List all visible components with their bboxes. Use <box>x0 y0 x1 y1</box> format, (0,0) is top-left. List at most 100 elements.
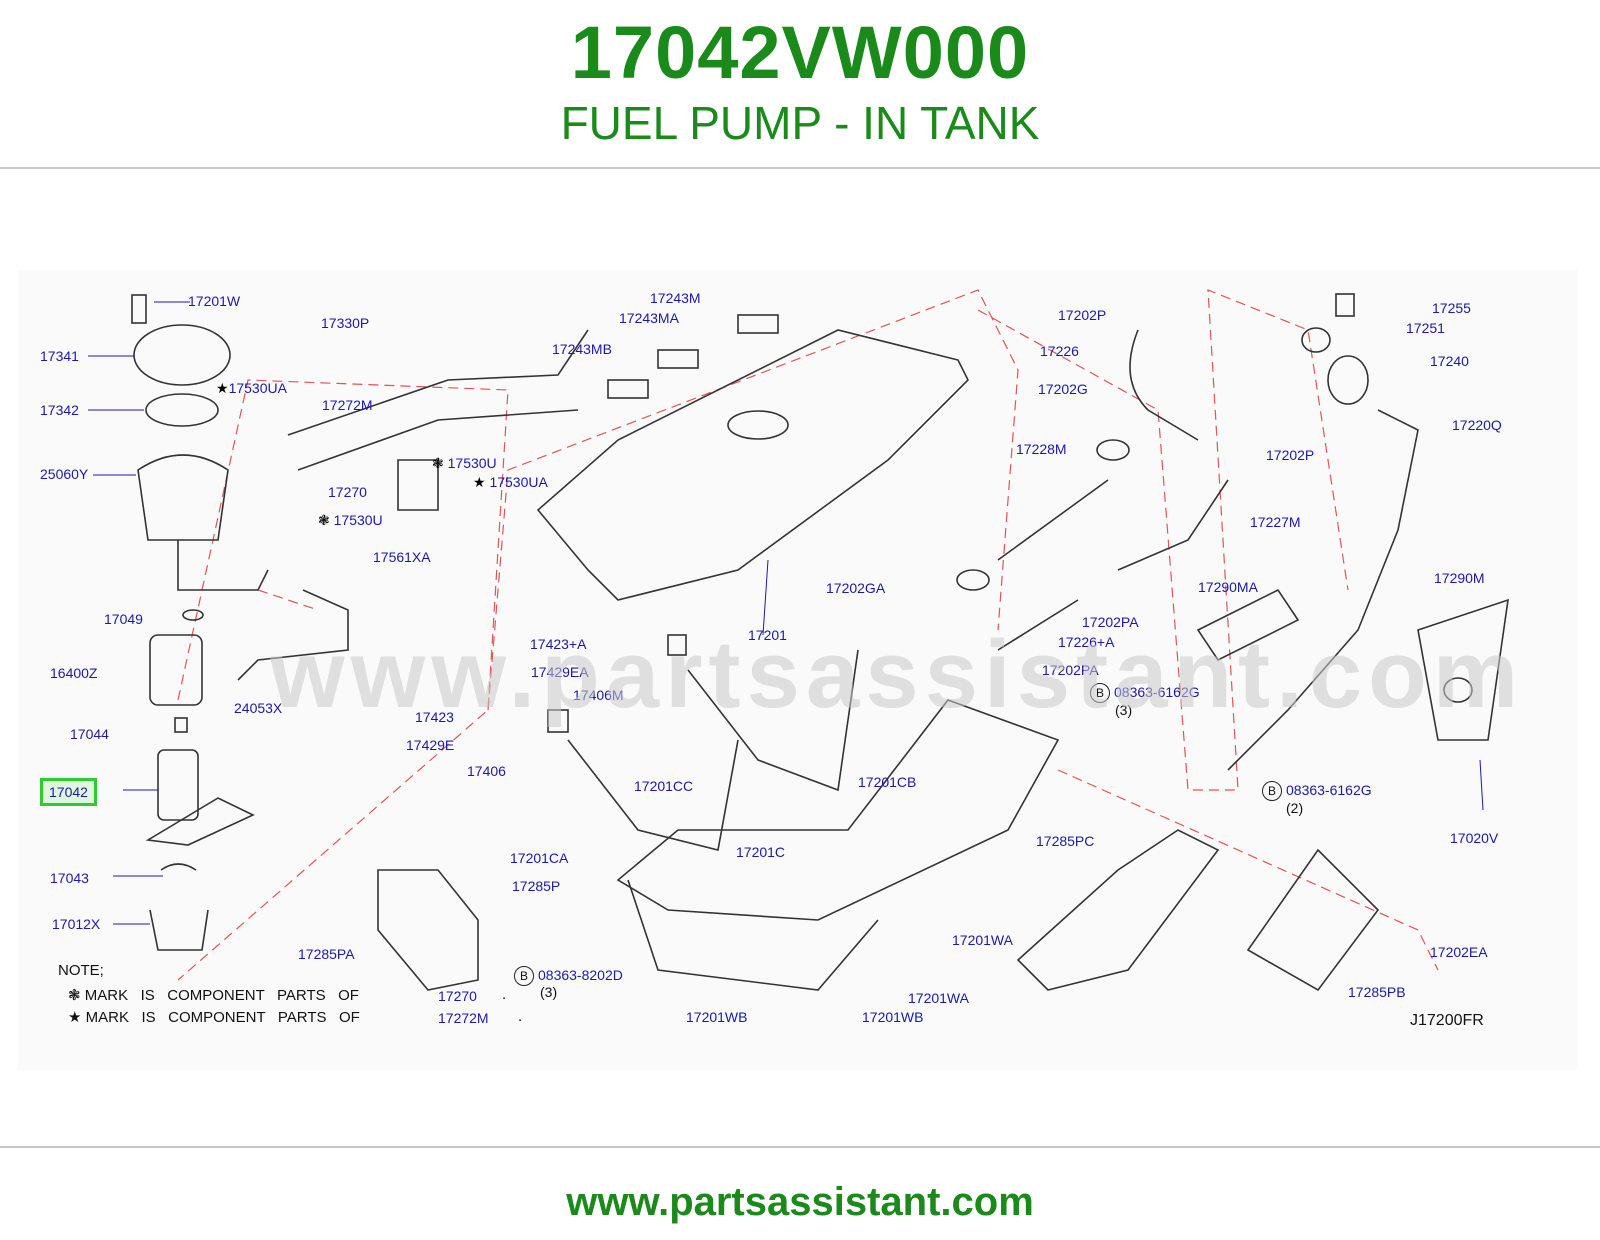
page-header: 17042VW000 FUEL PUMP - IN TANK <box>0 0 1600 172</box>
part-label-24053x[interactable]: 24053X <box>234 700 283 716</box>
part-label-17255[interactable]: 17255 <box>1432 300 1471 316</box>
part-label-17272m[interactable]: 17272M <box>322 397 373 413</box>
part-label-17201[interactable]: 17201 <box>748 627 787 643</box>
part-label-17251[interactable]: 17251 <box>1406 320 1445 336</box>
part-label-17423a[interactable]: 17423+A <box>530 636 587 652</box>
hose-17226a <box>997 599 1079 651</box>
part-label-17201wa-a[interactable]: 17201WA <box>952 932 1013 948</box>
part-label-17243ma[interactable]: 17243MA <box>619 310 679 326</box>
part-label-17285pa[interactable]: 17285PA <box>298 946 355 962</box>
part-label-17228m[interactable]: 17228M <box>1016 441 1067 457</box>
tether-17255 <box>1335 293 1355 317</box>
protector-17285pc <box>1016 829 1220 991</box>
sender-25060y <box>137 454 229 541</box>
part-label-17202ga[interactable]: 17202GA <box>826 580 886 596</box>
strap-17406 <box>567 739 739 851</box>
part-label-17423[interactable]: 17423 <box>415 709 454 725</box>
part-label-17201cc[interactable]: 17201CC <box>634 778 694 794</box>
part-label-17042-highlighted[interactable]: 17042 <box>40 778 97 806</box>
guide-dash-sender <box>257 589 319 611</box>
part-label-17429ea[interactable]: 17429EA <box>531 664 589 680</box>
part-label-17201cb[interactable]: 17201CB <box>858 774 917 790</box>
part-label-17020v[interactable]: 17020V <box>1450 830 1499 846</box>
clamp-17202g <box>1096 439 1130 461</box>
sender-arm <box>177 540 269 591</box>
part-label-17530ua-b[interactable]: ★ 17530UA <box>473 474 548 490</box>
part-label-17201wa-b[interactable]: 17201WA <box>908 990 969 1006</box>
part-label-17290ma[interactable]: 17290MA <box>1198 579 1258 595</box>
part-label-17202p-a[interactable]: 17202P <box>1058 307 1107 323</box>
ring-17240 <box>1327 355 1369 405</box>
part-label-17201c[interactable]: 17201C <box>736 844 786 860</box>
note-dot-b: . <box>518 1008 523 1025</box>
asterisk-icon: ❃ <box>318 512 330 528</box>
part-label-17330p[interactable]: 17330P <box>321 315 370 331</box>
part-label-17220q[interactable]: 17220Q <box>1452 417 1502 433</box>
guide-dash-lower <box>1057 769 1439 971</box>
housing-opening <box>1443 677 1473 703</box>
part-label-17202pa-b[interactable]: 17202PA <box>1042 662 1099 678</box>
part-label-17530u-b[interactable]: ❃ 17530U <box>318 512 383 528</box>
leader-17201 <box>762 559 769 636</box>
part-label-17270-b[interactable]: 17270 <box>438 988 477 1004</box>
part-label-17285p[interactable]: 17285P <box>512 878 561 894</box>
parts-diagram: 17201W 17341 17342 25060Y 17049 16400Z 1… <box>18 270 1578 1070</box>
fuel-line-17270 <box>297 409 579 471</box>
part-label-17272m-b[interactable]: 17272M <box>438 1010 489 1026</box>
part-label-17043[interactable]: 17043 <box>50 870 89 886</box>
part-label-17049[interactable]: 17049 <box>104 611 143 627</box>
b-marker-icon: B <box>1262 781 1282 801</box>
part-label-17530u-a[interactable]: ❃ 17530U <box>432 455 497 471</box>
harness-24053x <box>237 589 349 681</box>
part-label-17201wb-a[interactable]: 17201WB <box>686 1009 748 1025</box>
label-17243mb <box>607 379 649 399</box>
part-label-17270[interactable]: 17270 <box>328 484 367 500</box>
leader-17020v <box>1479 759 1484 811</box>
part-label-17202p-b[interactable]: 17202P <box>1266 447 1315 463</box>
part-label-17201wb-b[interactable]: 17201WB <box>862 1009 924 1025</box>
part-label-16400z[interactable]: 16400Z <box>50 665 98 681</box>
qty-label-3b: (3) <box>1115 702 1133 718</box>
part-label-17561xa[interactable]: 17561XA <box>373 549 431 565</box>
note-heading: NOTE; <box>58 962 104 979</box>
part-label-17406m[interactable]: 17406M <box>573 687 624 703</box>
part-label-17406[interactable]: 17406 <box>467 763 506 779</box>
part-label-17342[interactable]: 17342 <box>40 402 79 418</box>
star-icon: ★ <box>216 380 229 396</box>
strap-17406m <box>687 649 859 792</box>
part-label-17240[interactable]: 17240 <box>1430 353 1469 369</box>
diagram-reference-code: J17200FR <box>1410 1012 1484 1029</box>
page-subtitle: FUEL PUMP - IN TANK <box>560 97 1040 149</box>
part-label-17201ca[interactable]: 17201CA <box>510 850 569 866</box>
label-17243ma <box>657 349 699 369</box>
part-label-17530ua-a[interactable]: ★17530UA <box>216 380 287 396</box>
part-label-17202g[interactable]: 17202G <box>1038 381 1088 397</box>
part-label-17202ea[interactable]: 17202EA <box>1430 944 1488 960</box>
part-label-17285pc[interactable]: 17285PC <box>1036 833 1095 849</box>
protector-17285pb <box>1246 848 1380 992</box>
part-label-17227m[interactable]: 17227M <box>1250 514 1301 530</box>
part-label-17429e[interactable]: 17429E <box>406 737 455 753</box>
part-label-25060y[interactable]: 25060Y <box>40 466 89 482</box>
part-label-17290m[interactable]: 17290M <box>1434 570 1485 586</box>
part-label-17226a[interactable]: 17226+A <box>1058 634 1115 650</box>
part-label-17243m[interactable]: 17243M <box>650 290 701 306</box>
star-icon: ★ <box>473 474 486 490</box>
regulator-17044 <box>174 717 188 733</box>
part-label-17243mb[interactable]: 17243MB <box>552 341 612 357</box>
part-label-17201w[interactable]: 17201W <box>188 293 241 309</box>
asterisk-icon: ❃ <box>432 455 444 471</box>
part-label-17012x[interactable]: 17012X <box>52 916 101 932</box>
page-title: 17042VW000 <box>570 11 1030 94</box>
footer-url[interactable]: www.partsassistant.com <box>566 1180 1034 1224</box>
clip-17043 <box>160 863 197 871</box>
part-label-17202pa-a[interactable]: 17202PA <box>1082 614 1139 630</box>
part-label-17226[interactable]: 17226 <box>1040 343 1079 359</box>
part-label-17285pb[interactable]: 17285PB <box>1348 984 1406 1000</box>
part-label-17044[interactable]: 17044 <box>70 726 109 742</box>
part-label-17341[interactable]: 17341 <box>40 348 79 364</box>
qty-label-3a: (3) <box>540 984 558 1000</box>
